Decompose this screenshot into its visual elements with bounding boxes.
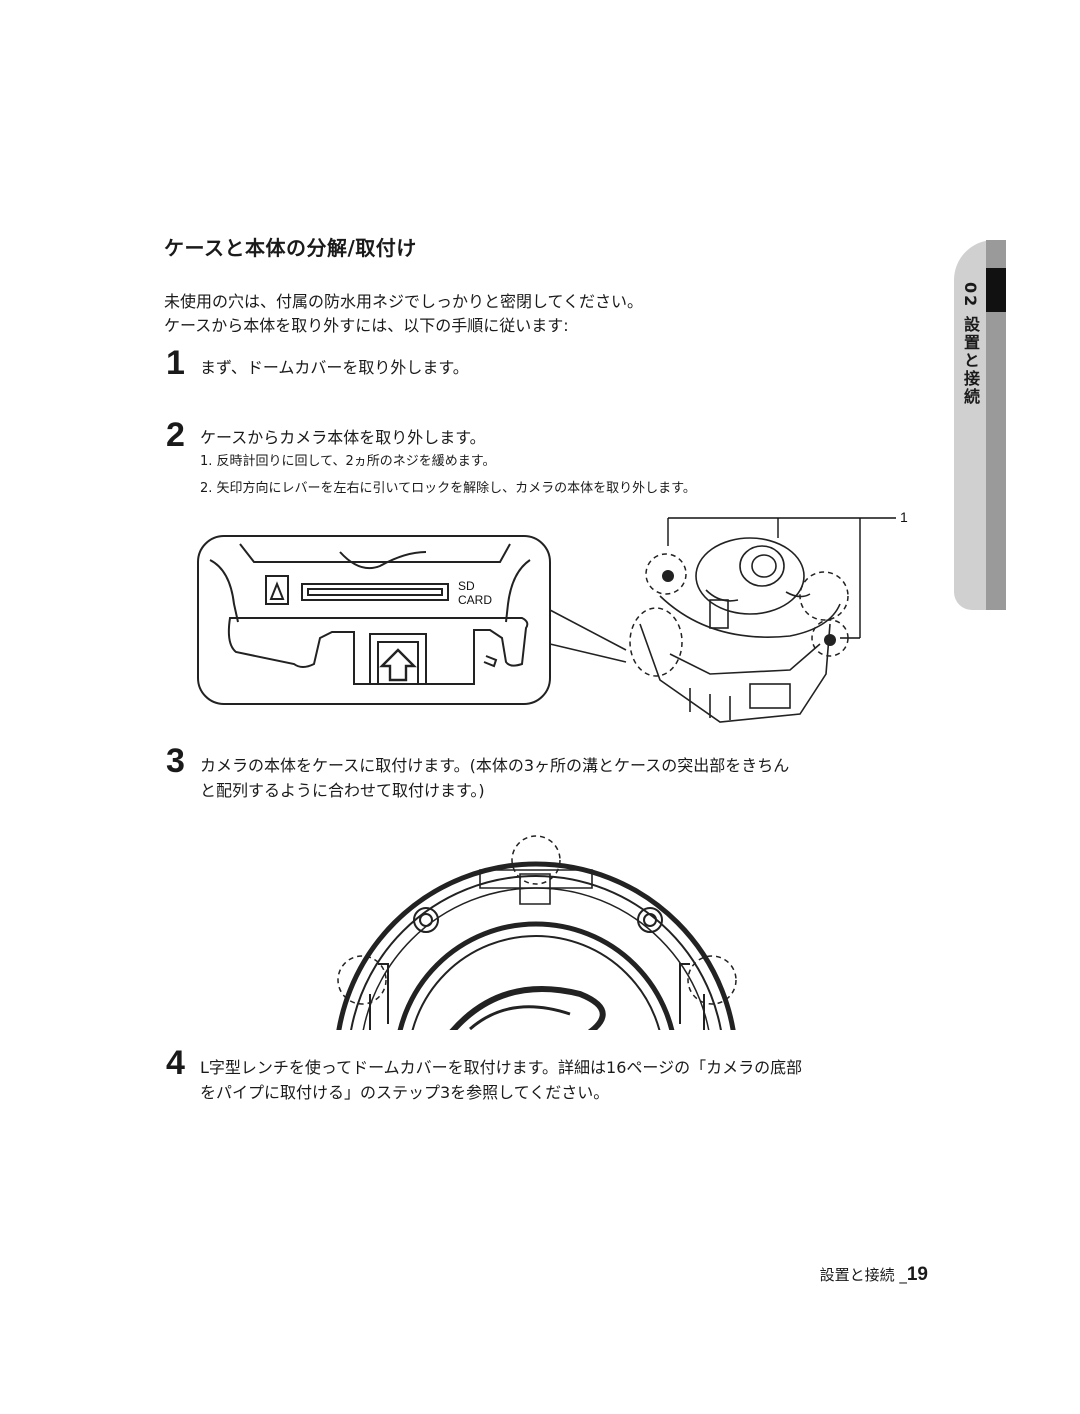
chapter-tab-edge	[986, 240, 1006, 610]
step-2-sub-1: 1. 反時計回りに回して、2ヵ所のネジを緩めます。	[200, 454, 496, 469]
inset-leader	[549, 609, 627, 651]
groove-highlight-top	[511, 835, 561, 885]
section-title: ケースと本体の分解/取付け	[164, 236, 417, 260]
sd-slot-drawing	[209, 543, 531, 685]
figure-ring-alignment	[336, 835, 737, 1030]
step-4-text-line-1: L字型レンチを使ってドームカバーを取付けます。詳細は16ページの「カメラの底部	[200, 1058, 803, 1077]
page-footer: 設置と接続 _19	[820, 1264, 928, 1286]
figure-camera-removal: 1 SD CARD	[197, 509, 908, 723]
step-3-text-line-1: カメラの本体をケースに取付けます。(本体の3ヶ所の溝とケースの突出部をきちん	[200, 756, 790, 775]
step-4-text-line-2: をパイプに取付ける」のステップ3を参照してください。	[200, 1083, 610, 1102]
card-label: CARD	[458, 593, 492, 607]
step-4-number: 4	[166, 1044, 185, 1082]
groove-highlight-right	[687, 955, 737, 1005]
step-3-number: 3	[166, 742, 185, 780]
step-3-text-line-2: と配列するように合わせて取付けます。)	[200, 781, 485, 800]
screw-highlight-left	[645, 553, 687, 595]
groove-highlight-left	[337, 955, 387, 1005]
callout-number: 1	[900, 509, 908, 525]
camera-body-drawing	[639, 537, 841, 723]
step-2-text: ケースからカメラ本体を取り外します。	[200, 428, 486, 447]
sd-label: SD	[458, 579, 475, 593]
chapter-tab-marker	[986, 268, 1006, 312]
lever-highlight-right	[799, 571, 849, 621]
intro-line-2: ケースから本体を取り外すには、以下の手順に従います:	[164, 316, 569, 335]
step-2-number: 2	[166, 416, 185, 454]
screw-highlight-right	[811, 619, 849, 657]
chapter-tab-label: 02 設置と接続	[961, 282, 980, 406]
ring-drawing	[336, 861, 736, 1030]
step-1-number: 1	[166, 344, 185, 382]
callout-leader	[667, 517, 896, 639]
step-2-sub-2: 2. 矢印方向にレバーを左右に引いてロックを解除し、カメラの本体を取り外します。	[200, 481, 696, 496]
footer-section: 設置と接続 _	[819, 1266, 907, 1284]
page-number: 19	[906, 1264, 928, 1285]
lever-highlight-left	[629, 607, 683, 677]
intro-line-1: 未使用の穴は、付属の防水用ネジでしっかりと密閉してください。	[164, 292, 644, 311]
step-1-text: まず、ドームカバーを取り外します。	[200, 358, 469, 377]
